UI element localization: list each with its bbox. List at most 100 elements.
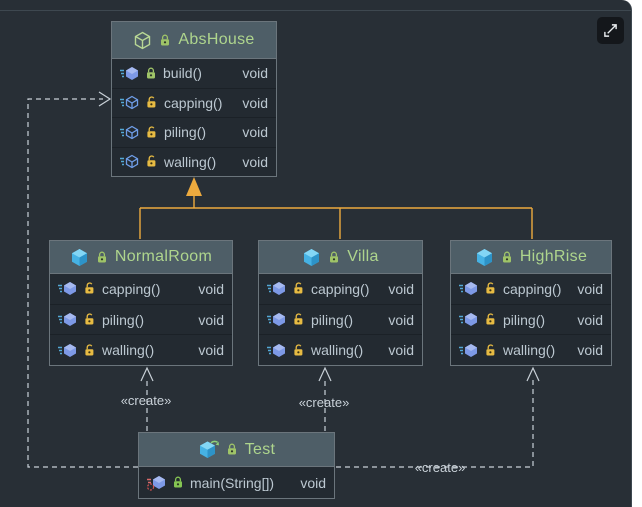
method-row-piling[interactable]: piling() void xyxy=(259,305,422,336)
class-cube-icon xyxy=(70,248,89,267)
method-name: capping() xyxy=(102,280,161,297)
class-cube-icon xyxy=(475,248,494,267)
method-row-walling[interactable]: walling() void xyxy=(50,335,232,365)
yellow-open-lock-icon xyxy=(484,282,497,295)
method-cube-icon xyxy=(266,312,286,327)
method-row-piling[interactable]: piling() void xyxy=(50,305,232,336)
method-return-type: void xyxy=(577,342,603,359)
method-return-type: void xyxy=(242,94,268,111)
yellow-open-lock-icon xyxy=(145,96,158,109)
method-row-capping[interactable]: capping() void xyxy=(451,274,611,305)
class-title: NormalRoom xyxy=(114,248,213,265)
method-row-capping[interactable]: capping() void xyxy=(259,274,422,305)
method-row-main[interactable]: main(String[]) void xyxy=(139,467,334,498)
method-name: walling() xyxy=(311,342,364,359)
yellow-open-lock-icon xyxy=(484,344,497,357)
method-return-type: void xyxy=(242,153,268,170)
class-cube-icon xyxy=(302,248,321,267)
method-name: piling() xyxy=(503,311,546,328)
method-cube-icon xyxy=(458,281,478,296)
class-header[interactable]: Villa xyxy=(259,241,422,274)
main-method-cube-icon xyxy=(146,475,166,491)
create-label: «create» xyxy=(298,395,350,410)
method-row-capping[interactable]: capping() void xyxy=(112,89,276,118)
method-name: walling() xyxy=(102,342,155,359)
method-return-type: void xyxy=(388,280,414,297)
green-lock-icon xyxy=(145,67,157,80)
method-return-type: void xyxy=(388,311,414,328)
method-return-type: void xyxy=(198,280,224,297)
class-title: HighRise xyxy=(519,248,588,265)
method-cube-icon xyxy=(57,343,77,358)
class-title: AbsHouse xyxy=(178,31,255,48)
method-name: build() xyxy=(163,65,202,82)
method-cube-icon xyxy=(266,281,286,296)
method-row-walling[interactable]: walling() void xyxy=(259,335,422,365)
yellow-open-lock-icon xyxy=(292,313,305,326)
green-lock-icon xyxy=(328,251,340,264)
yellow-open-lock-icon xyxy=(145,126,158,139)
class-box-highrise[interactable]: HighRise capping() void piling() void xyxy=(450,240,612,366)
green-lock-icon xyxy=(226,443,238,456)
method-row-walling[interactable]: walling() void xyxy=(112,148,276,177)
method-return-type: void xyxy=(300,474,326,491)
method-row-build[interactable]: build() void xyxy=(112,59,276,89)
yellow-open-lock-icon xyxy=(292,282,305,295)
yellow-open-lock-icon xyxy=(145,155,158,168)
class-header[interactable]: AbsHouse xyxy=(112,22,276,59)
method-row-walling[interactable]: walling() void xyxy=(451,335,611,365)
canvas-border-line xyxy=(0,10,631,11)
method-name: main(String[]) xyxy=(190,474,275,491)
method-name: piling() xyxy=(102,311,145,328)
method-row-piling[interactable]: piling() void xyxy=(451,305,611,336)
expand-button[interactable] xyxy=(597,17,624,44)
class-box-test[interactable]: Test main(String[]) void xyxy=(138,432,335,499)
method-return-type: void xyxy=(577,311,603,328)
class-box-villa[interactable]: Villa capping() void piling() void xyxy=(258,240,423,366)
method-cube-icon xyxy=(458,312,478,327)
class-header[interactable]: Test xyxy=(139,433,334,467)
yellow-open-lock-icon xyxy=(83,313,96,326)
method-name: walling() xyxy=(164,153,217,170)
method-name: capping() xyxy=(164,94,223,111)
green-lock-icon xyxy=(96,251,108,264)
green-lock-icon xyxy=(159,34,171,47)
method-return-type: void xyxy=(242,124,268,141)
method-name: piling() xyxy=(164,124,207,141)
method-name: piling() xyxy=(311,311,354,328)
abstract-method-cube-icon xyxy=(119,95,139,110)
method-row-capping[interactable]: capping() void xyxy=(50,274,232,305)
class-box-normalroom[interactable]: NormalRoom capping() void piling() void xyxy=(49,240,233,366)
class-header[interactable]: NormalRoom xyxy=(50,241,232,274)
create-label: «create» xyxy=(120,393,172,408)
method-return-type: void xyxy=(388,342,414,359)
method-cube-icon xyxy=(458,343,478,358)
green-lock-icon xyxy=(501,251,513,264)
class-title: Test xyxy=(244,440,276,458)
class-header[interactable]: HighRise xyxy=(451,241,611,274)
abstract-class-cube-icon xyxy=(133,31,152,50)
abstract-method-cube-icon xyxy=(119,125,139,140)
method-return-type: void xyxy=(577,280,603,297)
expand-icon xyxy=(603,23,618,38)
yellow-open-lock-icon xyxy=(292,344,305,357)
runnable-class-cube-icon xyxy=(198,440,219,459)
method-cube-icon xyxy=(57,281,77,296)
class-title: Villa xyxy=(347,248,379,265)
class-box-abshouse[interactable]: AbsHouse build() void capping() void xyxy=(111,21,277,177)
yellow-open-lock-icon xyxy=(484,313,497,326)
method-row-piling[interactable]: piling() void xyxy=(112,118,276,148)
method-cube-icon xyxy=(119,66,139,81)
method-return-type: void xyxy=(198,311,224,328)
method-name: walling() xyxy=(503,342,556,359)
method-name: capping() xyxy=(311,280,370,297)
method-cube-icon xyxy=(57,312,77,327)
green-lock-icon xyxy=(172,476,184,489)
method-name: capping() xyxy=(503,280,562,297)
create-label: «create» xyxy=(414,460,466,475)
method-cube-icon xyxy=(266,343,286,358)
yellow-open-lock-icon xyxy=(83,282,96,295)
yellow-open-lock-icon xyxy=(83,344,96,357)
abstract-method-cube-icon xyxy=(119,154,139,169)
